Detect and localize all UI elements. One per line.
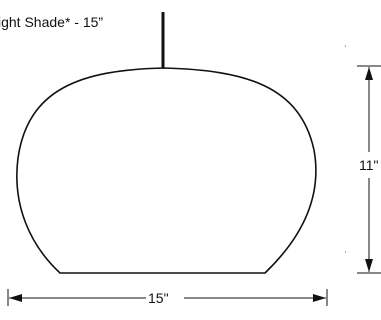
shade-outline [16, 67, 317, 274]
height-arrow-up [365, 67, 373, 80]
width-label: 15" [148, 290, 169, 306]
width-arrow-right [313, 294, 326, 302]
width-dimension: 15" [7, 289, 328, 306]
height-label: 11" [359, 157, 379, 173]
width-arrow-left [9, 294, 22, 302]
height-dimension: 11" [357, 65, 381, 274]
product-title: ight Shade* - 15” [0, 14, 103, 30]
height-arrow-down [365, 259, 373, 272]
